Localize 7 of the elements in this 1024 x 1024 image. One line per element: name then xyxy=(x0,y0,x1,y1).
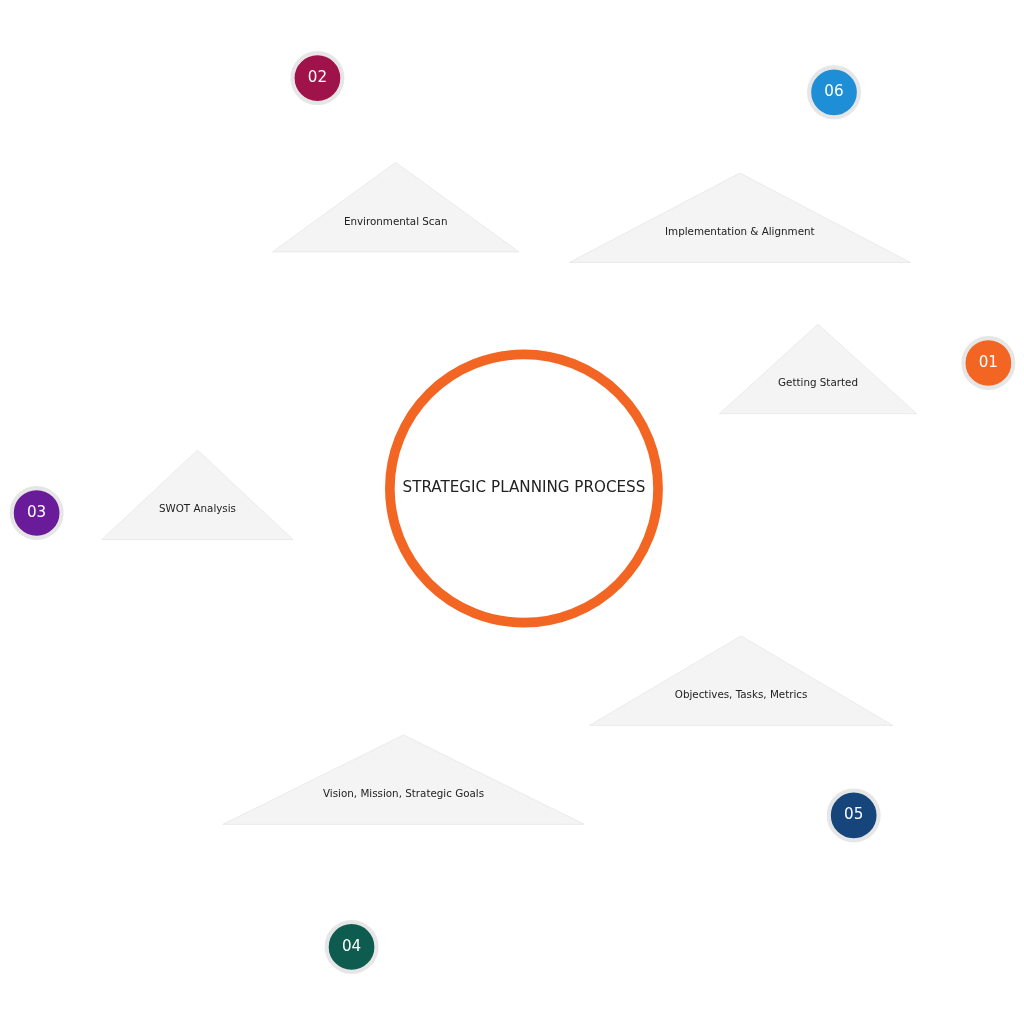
node-circle: 06 xyxy=(806,64,861,119)
node-circle: STRATEGIC PLANNING PROCESS xyxy=(384,349,663,627)
node-circle: 04 xyxy=(324,919,378,974)
node-circle: 02 xyxy=(289,50,344,105)
node-circle: 01 xyxy=(960,335,1015,390)
node-circle: 05 xyxy=(826,787,881,842)
node-circle: 03 xyxy=(9,485,64,540)
